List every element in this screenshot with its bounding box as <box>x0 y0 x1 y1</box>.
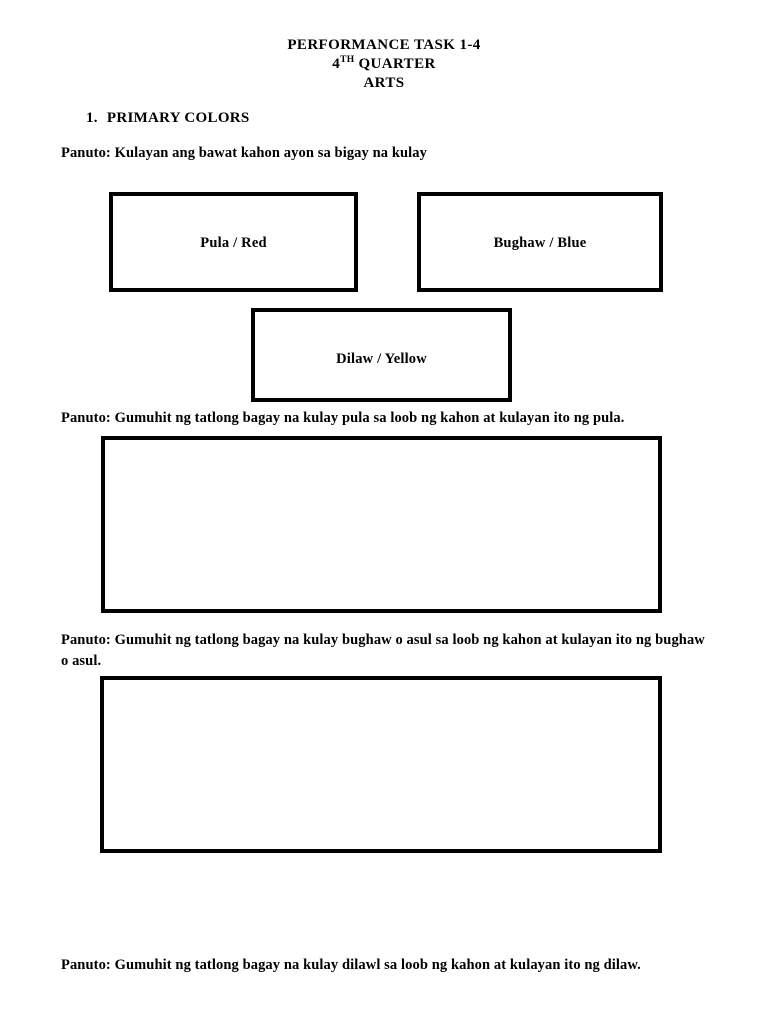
title-line-subject: ARTS <box>363 75 405 91</box>
color-box-pula-red[interactable]: Pula / Red <box>109 192 358 292</box>
color-box-dilaw-yellow[interactable]: Dilaw / Yellow <box>251 308 512 402</box>
title-line-performance-task: PERFORMANCE TASK 1-4 <box>287 37 481 53</box>
color-box-label: Dilaw / Yellow <box>336 351 427 367</box>
title-line-quarter: 4TH QUARTER <box>0 55 768 74</box>
drawing-area-red[interactable] <box>101 436 662 613</box>
color-box-label: Bughaw / Blue <box>493 235 587 251</box>
section-title: PRIMARY COLORS <box>106 110 250 126</box>
instruction-color-boxes: Panuto: Kulayan ang bawat kahon ayon sa … <box>61 145 427 161</box>
quarter-ordinal-suffix: TH <box>340 55 355 65</box>
instruction-draw-yellow: Panuto: Gumuhit ng tatlong bagay na kula… <box>61 957 641 973</box>
color-box-bughaw-blue[interactable]: Bughaw / Blue <box>417 192 663 292</box>
drawing-area-blue[interactable] <box>100 676 662 853</box>
quarter-word: QUARTER <box>354 56 436 72</box>
document-title-block: PERFORMANCE TASK 1-4 4TH QUARTER ARTS <box>0 36 768 93</box>
instruction-draw-blue: Panuto: Gumuhit ng tatlong bagay na kula… <box>61 632 705 669</box>
instruction-draw-red: Panuto: Gumuhit ng tatlong bagay na kula… <box>61 410 625 426</box>
section-heading-primary-colors: 1. PRIMARY COLORS <box>86 109 250 128</box>
color-box-label: Pula / Red <box>200 235 267 251</box>
quarter-number: 4 <box>332 56 341 72</box>
section-number: 1. <box>86 110 98 126</box>
